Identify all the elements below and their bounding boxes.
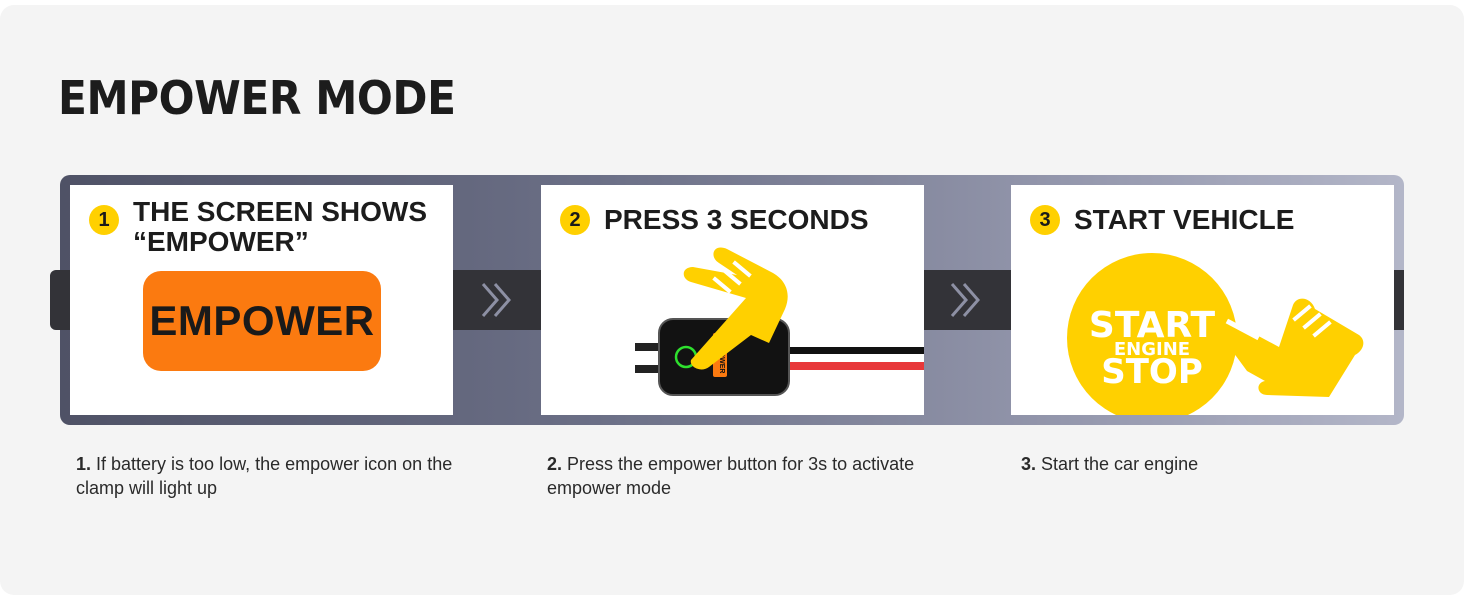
clamp-band-right bbox=[1394, 270, 1404, 330]
connector-prong bbox=[635, 343, 665, 351]
step-number-badge: 1 bbox=[89, 205, 119, 235]
step-number-badge: 2 bbox=[560, 205, 590, 235]
double-chevron-right-icon bbox=[481, 283, 511, 317]
pointing-hand-icon bbox=[1215, 298, 1364, 397]
clamp-device-illustration: EMPOWER bbox=[635, 247, 924, 396]
black-cable bbox=[781, 347, 924, 354]
step-title: THE SCREEN SHOWS “EMPOWER” bbox=[133, 196, 428, 257]
connector-prong bbox=[635, 365, 665, 373]
step-card-3: 3 START VEHICLE START ENGINE STOP bbox=[1011, 185, 1394, 415]
step-card-2: 2 PRESS 3 SECONDS EMPOWER bbox=[541, 185, 924, 415]
step-caption-1: 1. If battery is too low, the empower ic… bbox=[76, 452, 456, 500]
caption-number: 1. bbox=[76, 454, 92, 474]
page-title: EMPOWER MODE bbox=[58, 71, 456, 125]
double-chevron-right-icon bbox=[950, 283, 980, 317]
step-number-badge: 3 bbox=[1030, 205, 1060, 235]
caption-text: Start the car engine bbox=[1036, 454, 1199, 474]
red-cable bbox=[781, 362, 924, 370]
pointing-hand-icon bbox=[683, 247, 788, 370]
start-stop-button bbox=[1067, 253, 1237, 415]
start-label: START bbox=[1089, 305, 1216, 346]
step-card-1: 1 THE SCREEN SHOWS “EMPOWER” EMPOWER bbox=[70, 185, 453, 415]
start-button-illustration: START ENGINE STOP bbox=[1067, 253, 1364, 415]
step-caption-2: 2. Press the empower button for 3s to ac… bbox=[547, 452, 927, 500]
empower-screen-badge: EMPOWER bbox=[143, 271, 381, 371]
caption-text: Press the empower button for 3s to activ… bbox=[547, 454, 915, 498]
stop-label: STOP bbox=[1101, 352, 1203, 392]
step-title: PRESS 3 SECONDS bbox=[604, 204, 869, 235]
engine-label: ENGINE bbox=[1114, 339, 1190, 360]
caption-text: If battery is too low, the empower icon … bbox=[76, 454, 453, 498]
caption-number: 3. bbox=[1021, 454, 1037, 474]
step-title: START VEHICLE bbox=[1074, 204, 1295, 235]
step-caption-3: 3. Start the car engine bbox=[1021, 452, 1401, 476]
caption-number: 2. bbox=[547, 454, 563, 474]
